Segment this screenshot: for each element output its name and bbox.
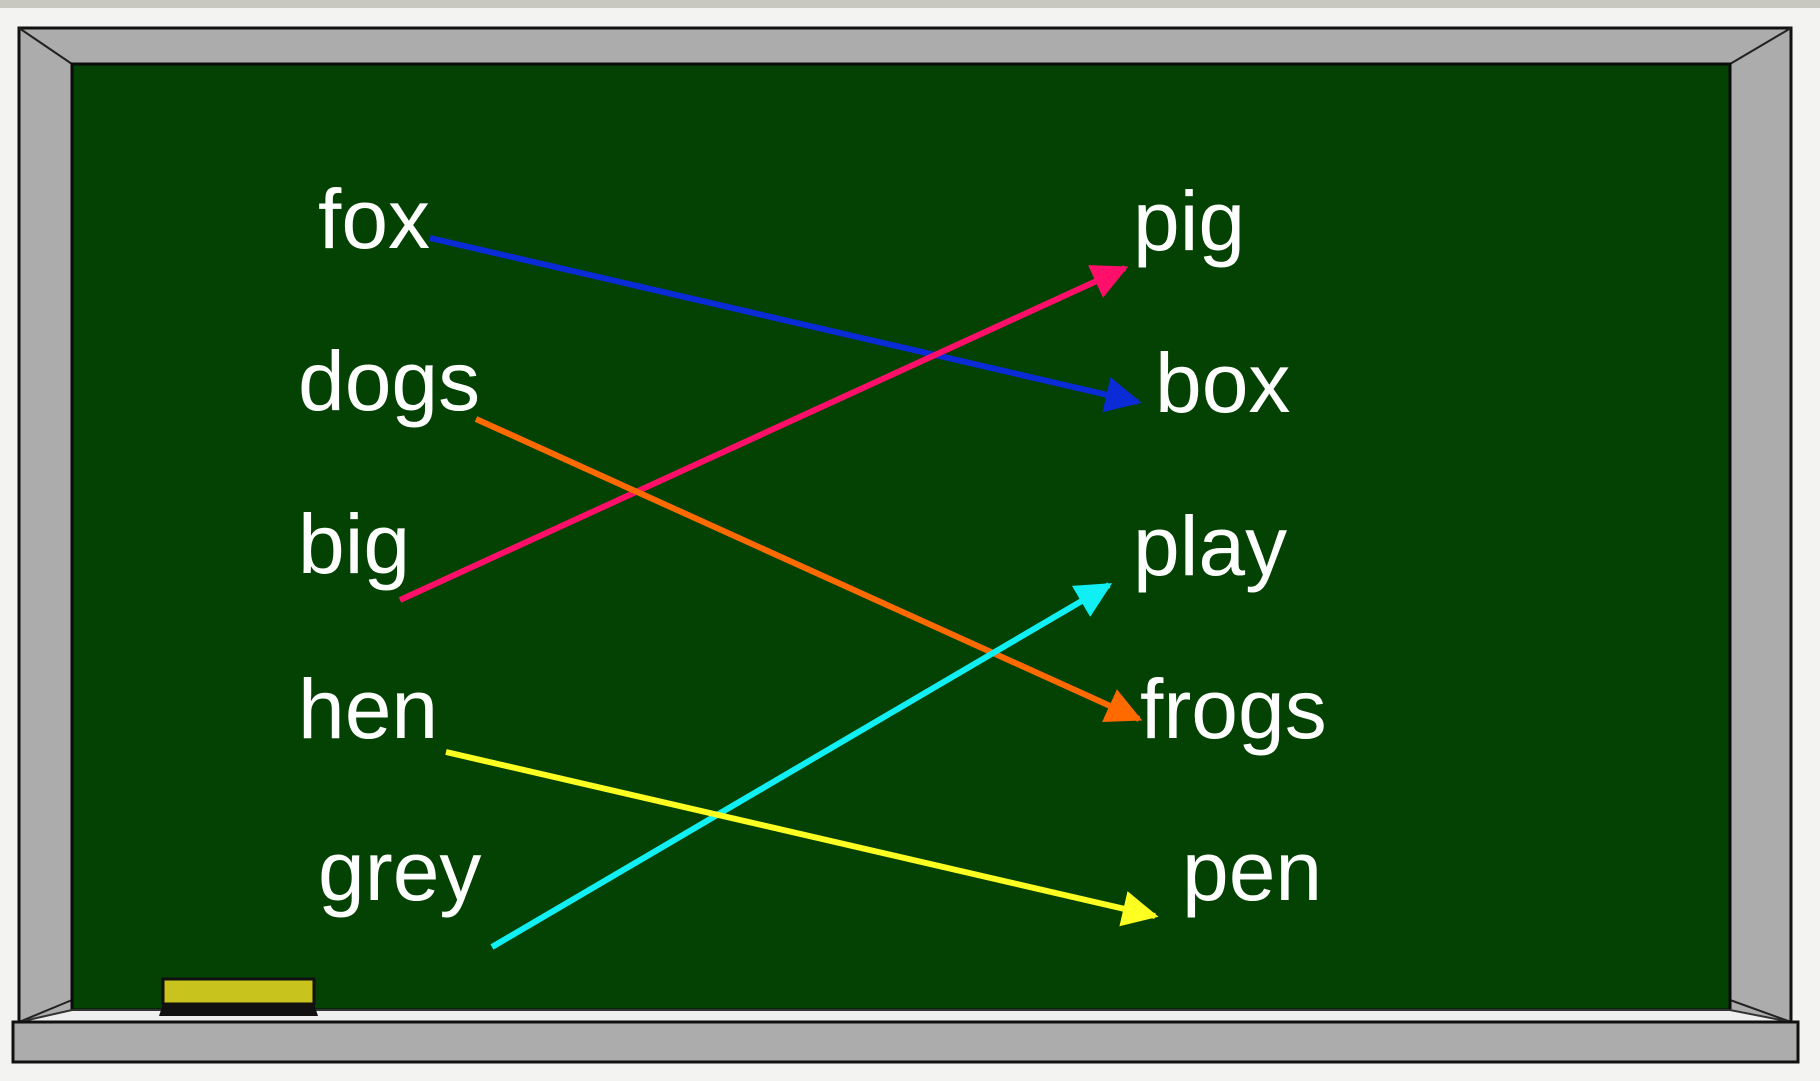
frame-corner-tl: [18, 27, 73, 65]
word-frogs: frogs: [1140, 662, 1327, 756]
frame-corner-tr: [1729, 27, 1792, 65]
word-play: play: [1133, 499, 1287, 593]
arrow-hen-pen: [445, 749, 1159, 927]
word-dogs: dogs: [298, 334, 480, 428]
arrow-big-pig: [398, 265, 1129, 603]
frame-corner-br: [1729, 999, 1792, 1023]
frame-corner-bl: [18, 999, 73, 1023]
top-strip: [0, 0, 1820, 8]
word-grey: grey: [318, 824, 481, 918]
word-box: box: [1155, 336, 1290, 430]
arrow-dogs-frogs: [474, 416, 1143, 723]
arrow-fox-box: [429, 235, 1142, 413]
arrow-grey-play: [490, 582, 1113, 950]
word-hen: hen: [298, 662, 438, 756]
word-pen: pen: [1182, 824, 1322, 918]
word-fox: fox: [318, 172, 430, 266]
chalk-tray: [11, 1020, 1800, 1064]
word-big: big: [298, 497, 410, 591]
eraser: [159, 977, 318, 1016]
word-pig: pig: [1133, 174, 1245, 268]
